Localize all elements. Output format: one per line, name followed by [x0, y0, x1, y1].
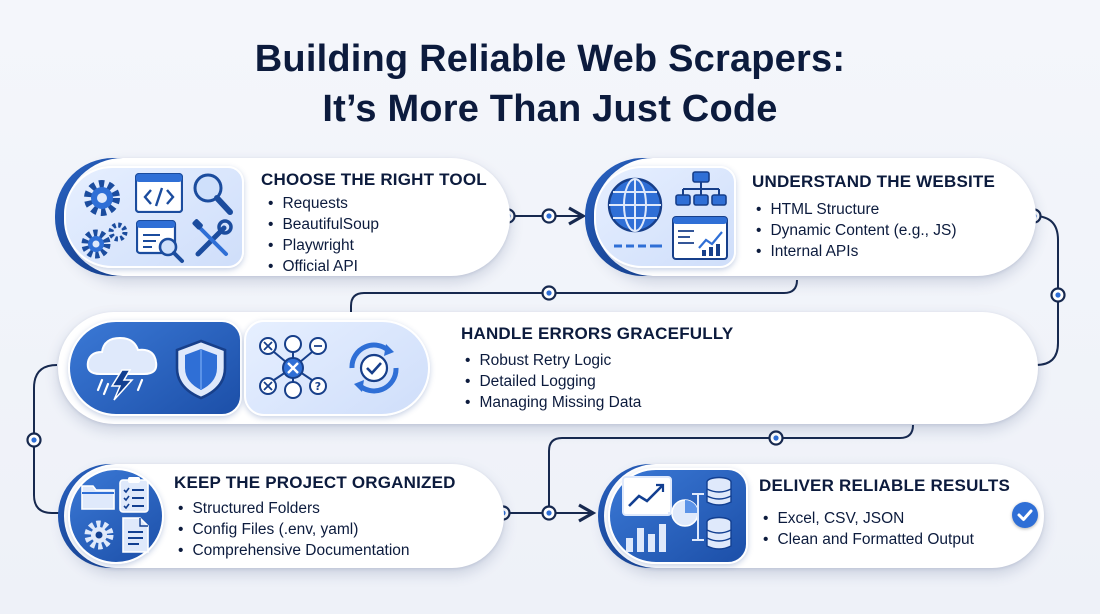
list-item: Structured Folders — [178, 498, 410, 519]
step-4-list: Structured Folders Config Files (.env, y… — [178, 498, 410, 561]
shield-icon — [175, 339, 227, 400]
title-line-1: Building Reliable Web Scrapers: — [254, 38, 846, 80]
card-3-icon-panel — [244, 320, 430, 416]
step-5-title: DELIVER RELIABLE RESULTS — [759, 476, 1011, 495]
step-1-title: CHOOSE THE RIGHT TOOL — [261, 170, 487, 189]
list-item: Comprehensive Documentation — [178, 540, 409, 561]
code-window-icon — [135, 173, 183, 213]
gear-icon — [84, 520, 114, 550]
list-item: Managing Missing Data — [465, 392, 641, 413]
globe-icon — [607, 177, 663, 233]
web-page-search-icon — [136, 220, 184, 263]
list-item: Dynamic Content (e.g., JS) — [756, 220, 956, 241]
svg-text:?: ? — [315, 380, 321, 393]
step-2-title: UNDERSTAND THE WEBSITE — [752, 172, 996, 191]
dashboard-window-icon — [672, 216, 728, 260]
connector-2-3-inner — [350, 279, 798, 315]
title-line-2: It’s More Than Just Code — [322, 88, 778, 130]
list-item: Playwright — [268, 235, 379, 256]
pie-chart-icon — [668, 499, 699, 527]
bar-chart-icon — [626, 524, 666, 552]
list-item: HTML Structure — [756, 199, 957, 220]
folder-icon — [81, 485, 115, 510]
list-item: BeautifulSoup — [268, 214, 379, 235]
wrench-screwdriver-icon — [192, 219, 233, 257]
list-item: Official API — [268, 256, 379, 277]
step-2-list: HTML Structure Dynamic Content (e.g., JS… — [756, 199, 957, 262]
step-3-title: HANDLE ERRORS GRACEFULLY — [461, 324, 734, 343]
chart-icon — [622, 476, 672, 516]
step-1-list: Requests BeautifulSoup Playwright Offici… — [268, 193, 379, 277]
storm-cloud-icon — [86, 336, 158, 401]
database-icon — [706, 476, 732, 550]
checklist-icon — [119, 477, 149, 513]
list-item: Robust Retry Logic — [465, 350, 641, 371]
retry-check-icon — [349, 342, 399, 394]
list-item: Detailed Logging — [465, 371, 641, 392]
connector-2-3 — [951, 215, 1059, 366]
step-3-list: Robust Retry Logic Detailed Logging Mana… — [465, 350, 641, 413]
page-title: Building Reliable Web Scrapers: It’s Mor… — [0, 34, 1100, 134]
connector-3-4-inner — [548, 424, 914, 513]
check-badge-icon — [1012, 502, 1038, 528]
step-5-list: Excel, CSV, JSON Clean and Formatted Out… — [763, 508, 974, 550]
list-item: Requests — [268, 193, 379, 214]
error-network-icon: ? — [259, 335, 327, 399]
list-item: Clean and Formatted Output — [763, 529, 973, 550]
list-item: Config Files (.env, yaml) — [178, 519, 410, 540]
list-item: Excel, CSV, JSON — [763, 508, 974, 529]
gears-icon — [84, 180, 120, 216]
list-item: Internal APIs — [756, 241, 957, 262]
magnifier-icon — [193, 173, 233, 215]
progress-dashes-icon — [614, 244, 662, 248]
small-gears-icon — [81, 222, 128, 259]
step-4-title: KEEP THE PROJECT ORGANIZED — [174, 473, 456, 492]
sitemap-icon — [675, 171, 727, 206]
connector-3-4 — [33, 364, 60, 514]
document-icon — [122, 517, 149, 553]
flow-arrows-icon — [692, 493, 704, 541]
